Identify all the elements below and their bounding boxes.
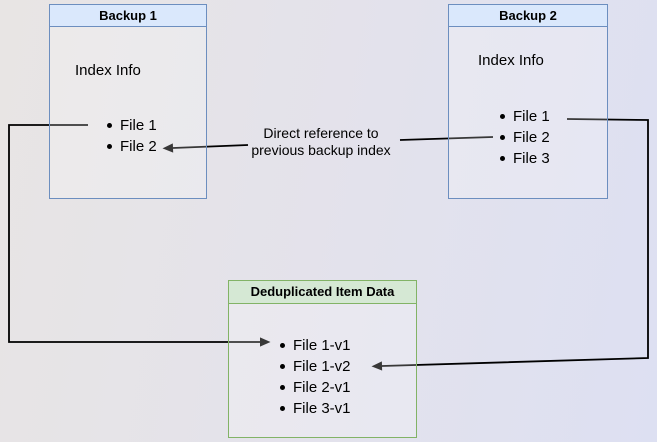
list-item-label: File 2-v1 [293, 379, 351, 396]
bullet-icon [500, 135, 505, 140]
list-item: File 2-v1 [280, 377, 351, 398]
node-deduplicated-item-data-title: Deduplicated Item Data [229, 281, 416, 304]
list-item-label: File 2 [120, 138, 157, 155]
list-item: File 1 [500, 106, 550, 127]
list-item-label: File 1 [120, 117, 157, 134]
node-backup-2: Backup 2 Index Info File 1 File 2 File 3 [448, 4, 608, 199]
node-deduplicated-item-data: Deduplicated Item Data File 1-v1 File 1-… [228, 280, 417, 438]
list-item: File 1-v1 [280, 335, 351, 356]
node-backup-2-subtitle: Index Info [478, 52, 544, 69]
list-item: File 1-v2 [280, 356, 351, 377]
edge-label-direct-reference: Direct reference to previous backup inde… [231, 125, 411, 159]
bullet-icon [280, 364, 285, 369]
node-backup-2-file-list: File 1 File 2 File 3 [500, 106, 550, 169]
node-backup-1: Backup 1 Index Info File 1 File 2 [49, 4, 207, 199]
list-item-label: File 2 [513, 129, 550, 146]
list-item: File 2 [500, 127, 550, 148]
list-item-label: File 3 [513, 150, 550, 167]
bullet-icon [107, 123, 112, 128]
bullet-icon [107, 144, 112, 149]
list-item: File 3-v1 [280, 398, 351, 419]
list-item: File 1 [107, 115, 157, 136]
edge-label-line-1: Direct reference to [263, 125, 379, 141]
node-backup-2-title: Backup 2 [449, 5, 607, 27]
node-backup-1-subtitle: Index Info [75, 62, 141, 79]
list-item-label: File 1 [513, 108, 550, 125]
node-backup-1-title: Backup 1 [50, 5, 206, 27]
bullet-icon [280, 343, 285, 348]
node-backup-1-file-list: File 1 File 2 [107, 115, 157, 157]
list-item: File 3 [500, 148, 550, 169]
list-item: File 2 [107, 136, 157, 157]
list-item-label: File 1-v1 [293, 337, 351, 354]
node-deduplicated-item-data-file-list: File 1-v1 File 1-v2 File 2-v1 File 3-v1 [280, 335, 351, 419]
edge-label-line-2: previous backup index [251, 142, 391, 158]
bullet-icon [280, 385, 285, 390]
bullet-icon [280, 406, 285, 411]
bullet-icon [500, 114, 505, 119]
list-item-label: File 1-v2 [293, 358, 351, 375]
bullet-icon [500, 156, 505, 161]
list-item-label: File 3-v1 [293, 400, 351, 417]
